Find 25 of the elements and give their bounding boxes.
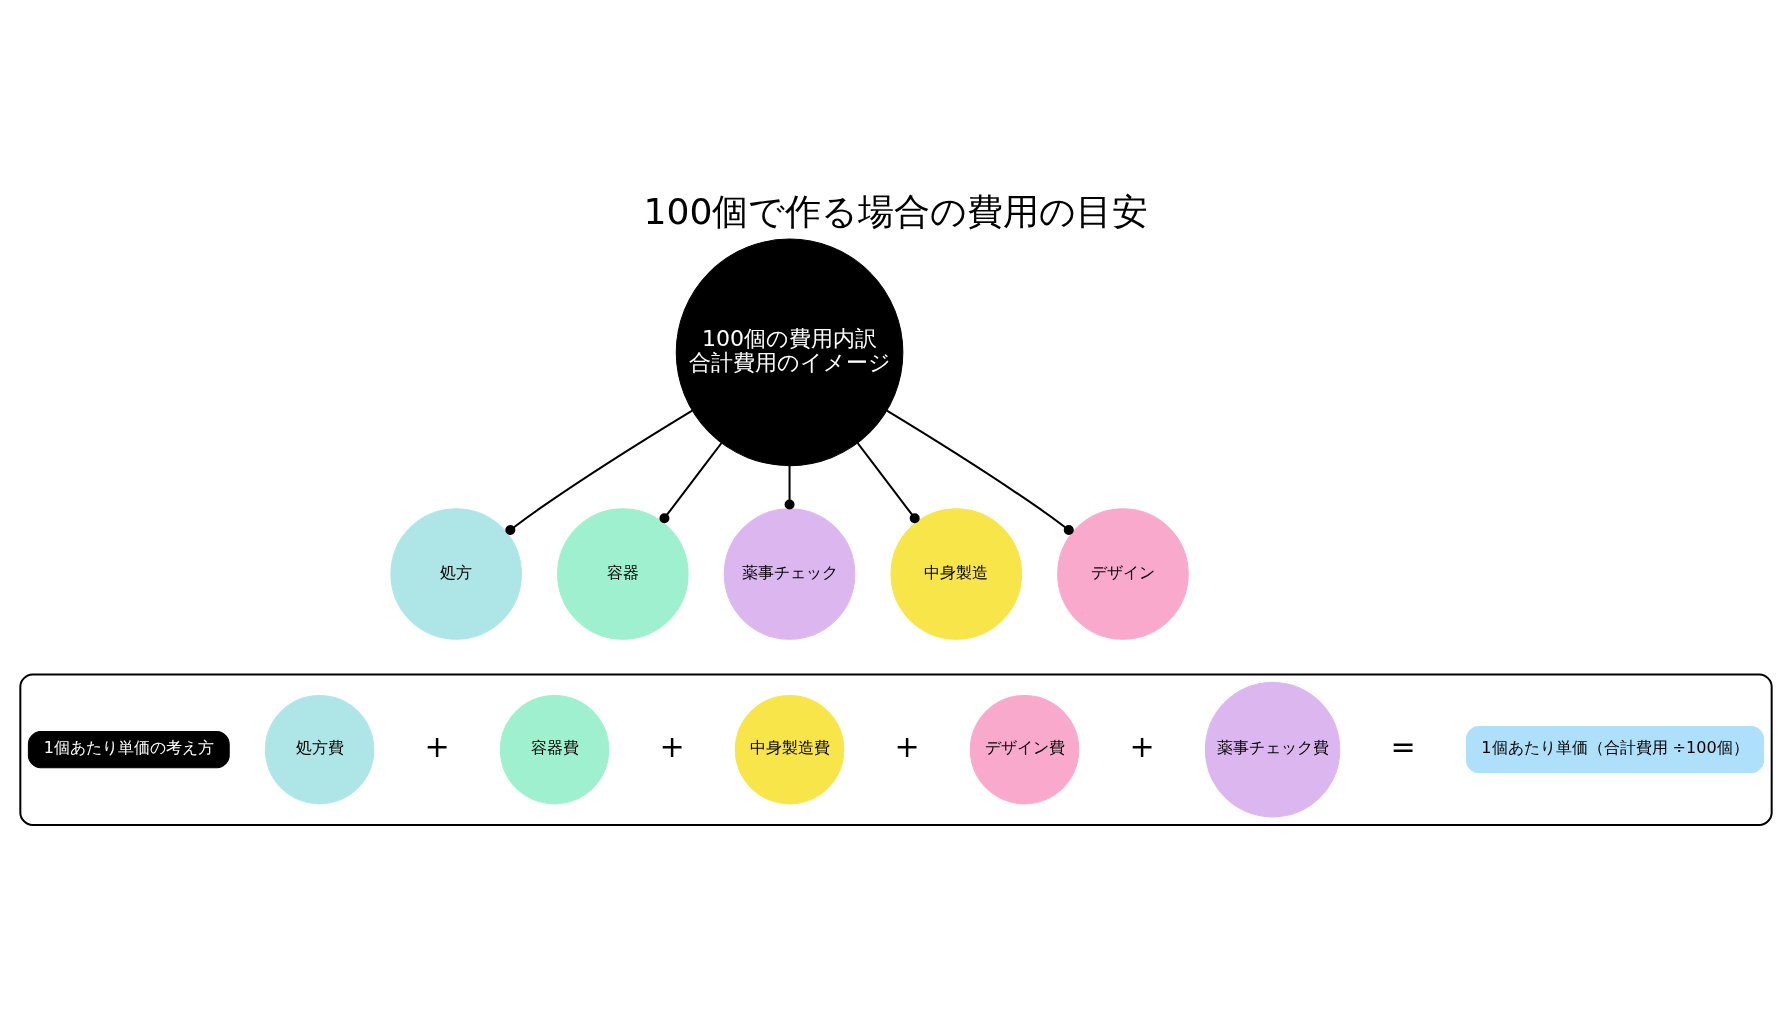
connector bbox=[784, 465, 795, 510]
node-circle: 100個の費用内訳 合計費用のイメージ bbox=[675, 238, 904, 467]
node-box: 1個あたり単価の考え方 bbox=[27, 731, 230, 769]
node-circle: 容器費 bbox=[499, 694, 610, 805]
connector bbox=[505, 409, 693, 535]
label: + bbox=[894, 729, 920, 765]
label: + bbox=[659, 729, 685, 765]
diagram-title: 100個で作る場合の費用の目安 bbox=[643, 189, 1149, 233]
node-circle: デザイン bbox=[1057, 508, 1189, 640]
node-circle: 容器 bbox=[557, 508, 689, 640]
node-circle: 処方費 bbox=[264, 694, 375, 805]
node-circle: 中身製造費 bbox=[734, 694, 845, 805]
connector bbox=[856, 442, 920, 524]
connector bbox=[659, 442, 723, 524]
label: + bbox=[1129, 729, 1155, 765]
label: = bbox=[1390, 729, 1416, 765]
node-circle: 薬事チェック費 bbox=[1204, 681, 1341, 818]
node-circle: デザイン費 bbox=[969, 694, 1080, 805]
node-circle: 薬事チェック bbox=[723, 508, 856, 640]
node-circle: 処方 bbox=[390, 508, 522, 640]
connector bbox=[886, 409, 1074, 535]
node-box: 1個あたり単価（合計費用 ÷100個） bbox=[1465, 726, 1765, 774]
node-circle: 中身製造 bbox=[890, 508, 1023, 640]
label: + bbox=[424, 729, 450, 765]
cluster bbox=[19, 673, 1773, 826]
